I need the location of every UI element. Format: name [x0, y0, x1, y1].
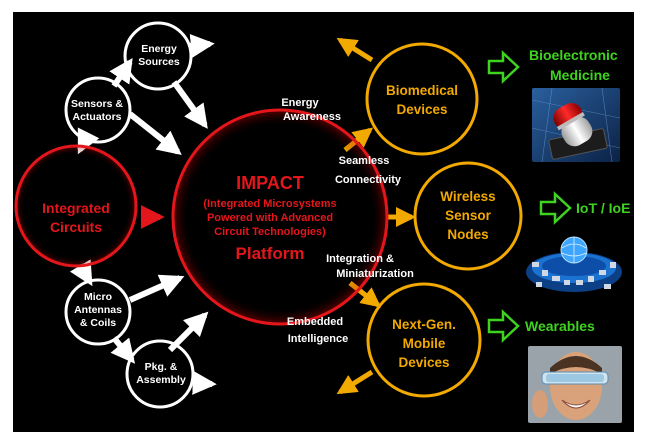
pkg-out-arrow [192, 370, 217, 395]
sensors-to-platform-arrow [128, 111, 182, 155]
impact-platform-circle [171, 108, 389, 326]
biomedical-devices-circle [365, 42, 479, 156]
micro-antennas-label-line1: Micro [84, 291, 112, 303]
micro-antennas-circle [64, 278, 132, 346]
sensors-actuators-label-line2: Actuators [72, 111, 121, 123]
impact-subtitle-line2: Powered with Advanced [207, 212, 333, 224]
antennas-to-platform-arrow [128, 274, 185, 303]
wireless-sensor-nodes-label-line3: Nodes [447, 227, 488, 242]
sensors-actuators-label-line1: Sensors & [71, 98, 123, 110]
mobile-devices-circle [366, 282, 482, 398]
wireless-sensor-nodes-label-line1: Wireless [440, 189, 495, 204]
energy-to-platform-arrow [171, 80, 208, 129]
pill-on-chip-picture [532, 88, 620, 162]
impact-title: IMPACT [236, 173, 304, 193]
biomedical-devices-label-line2: Devices [396, 102, 447, 117]
mobile-devices-label-line3: Devices [398, 355, 449, 370]
antennas-to-pkg-arrow [110, 336, 136, 364]
integrated-circuits-circle [14, 144, 138, 268]
bioelectronic-label-line2: Medicine [550, 67, 610, 83]
mobile-out-arrow [336, 369, 374, 395]
impact-subtitle-line3: Circuit Technologies) [214, 226, 326, 238]
seamless-connectivity-label-line2: Connectivity [335, 174, 402, 186]
energy-out-arrow [189, 33, 215, 58]
biomedical-out-arrow [336, 37, 374, 63]
green-arrow-bioelectronic-icon [487, 50, 520, 84]
integrated-circuits-label-line2: Circuits [50, 219, 102, 235]
ic-to-antennas-arrow [69, 259, 93, 287]
smart-glasses-wearer-picture [528, 346, 622, 423]
pkg-assembly-label-line1: Pkg. & [145, 361, 178, 373]
green-arrow-iot-icon [539, 191, 572, 225]
energy-awareness-label-line2: Awareness [283, 111, 341, 123]
input-arrows [69, 33, 217, 395]
biomedical-devices-label-line1: Biomedical [386, 83, 458, 98]
micro-antennas-label-line3: & Coils [80, 317, 116, 329]
pkg-assembly-label-line2: Assembly [136, 374, 186, 386]
pkg-assembly-circle [125, 339, 195, 409]
seamless-connectivity-label-line1: Seamless [339, 155, 390, 167]
wireless-sensor-nodes-circle [413, 161, 523, 271]
sensors-actuators-circle [64, 76, 132, 144]
wearables-label: Wearables [525, 318, 595, 334]
integration-label-line2: Miniaturization [336, 268, 414, 280]
platform-label: Platform [236, 244, 305, 263]
integrated-circuits-label-line1: Integrated [42, 200, 110, 216]
embedded-intelligence-label-line2: Intelligence [288, 333, 349, 345]
wireless-sensor-nodes-label-line2: Sensor [445, 208, 492, 223]
mobile-devices-label-line2: Mobile [403, 336, 446, 351]
bioelectronic-label-line1: Bioelectronic [529, 47, 618, 63]
green-arrow-wearables-icon [487, 309, 520, 343]
application-arrows [487, 50, 572, 343]
embedded-intelligence-label-line1: Embedded [287, 316, 343, 328]
impact-subtitle-line1: (Integrated Microsystems [203, 198, 336, 210]
iot-ioe-label: IoT / IoE [576, 200, 630, 216]
energy-sources-label-line2: Sources [138, 56, 180, 68]
integration-label-line1: Integration & [326, 253, 394, 265]
micro-antennas-label-line2: Antennas [74, 304, 122, 316]
energy-sources-circle [123, 21, 193, 91]
iot-devices-picture [524, 226, 624, 304]
mobile-devices-label-line1: Next-Gen. [392, 317, 456, 332]
energy-sources-label-line1: Energy [141, 43, 177, 55]
energy-awareness-label-line1: Energy [281, 97, 319, 109]
